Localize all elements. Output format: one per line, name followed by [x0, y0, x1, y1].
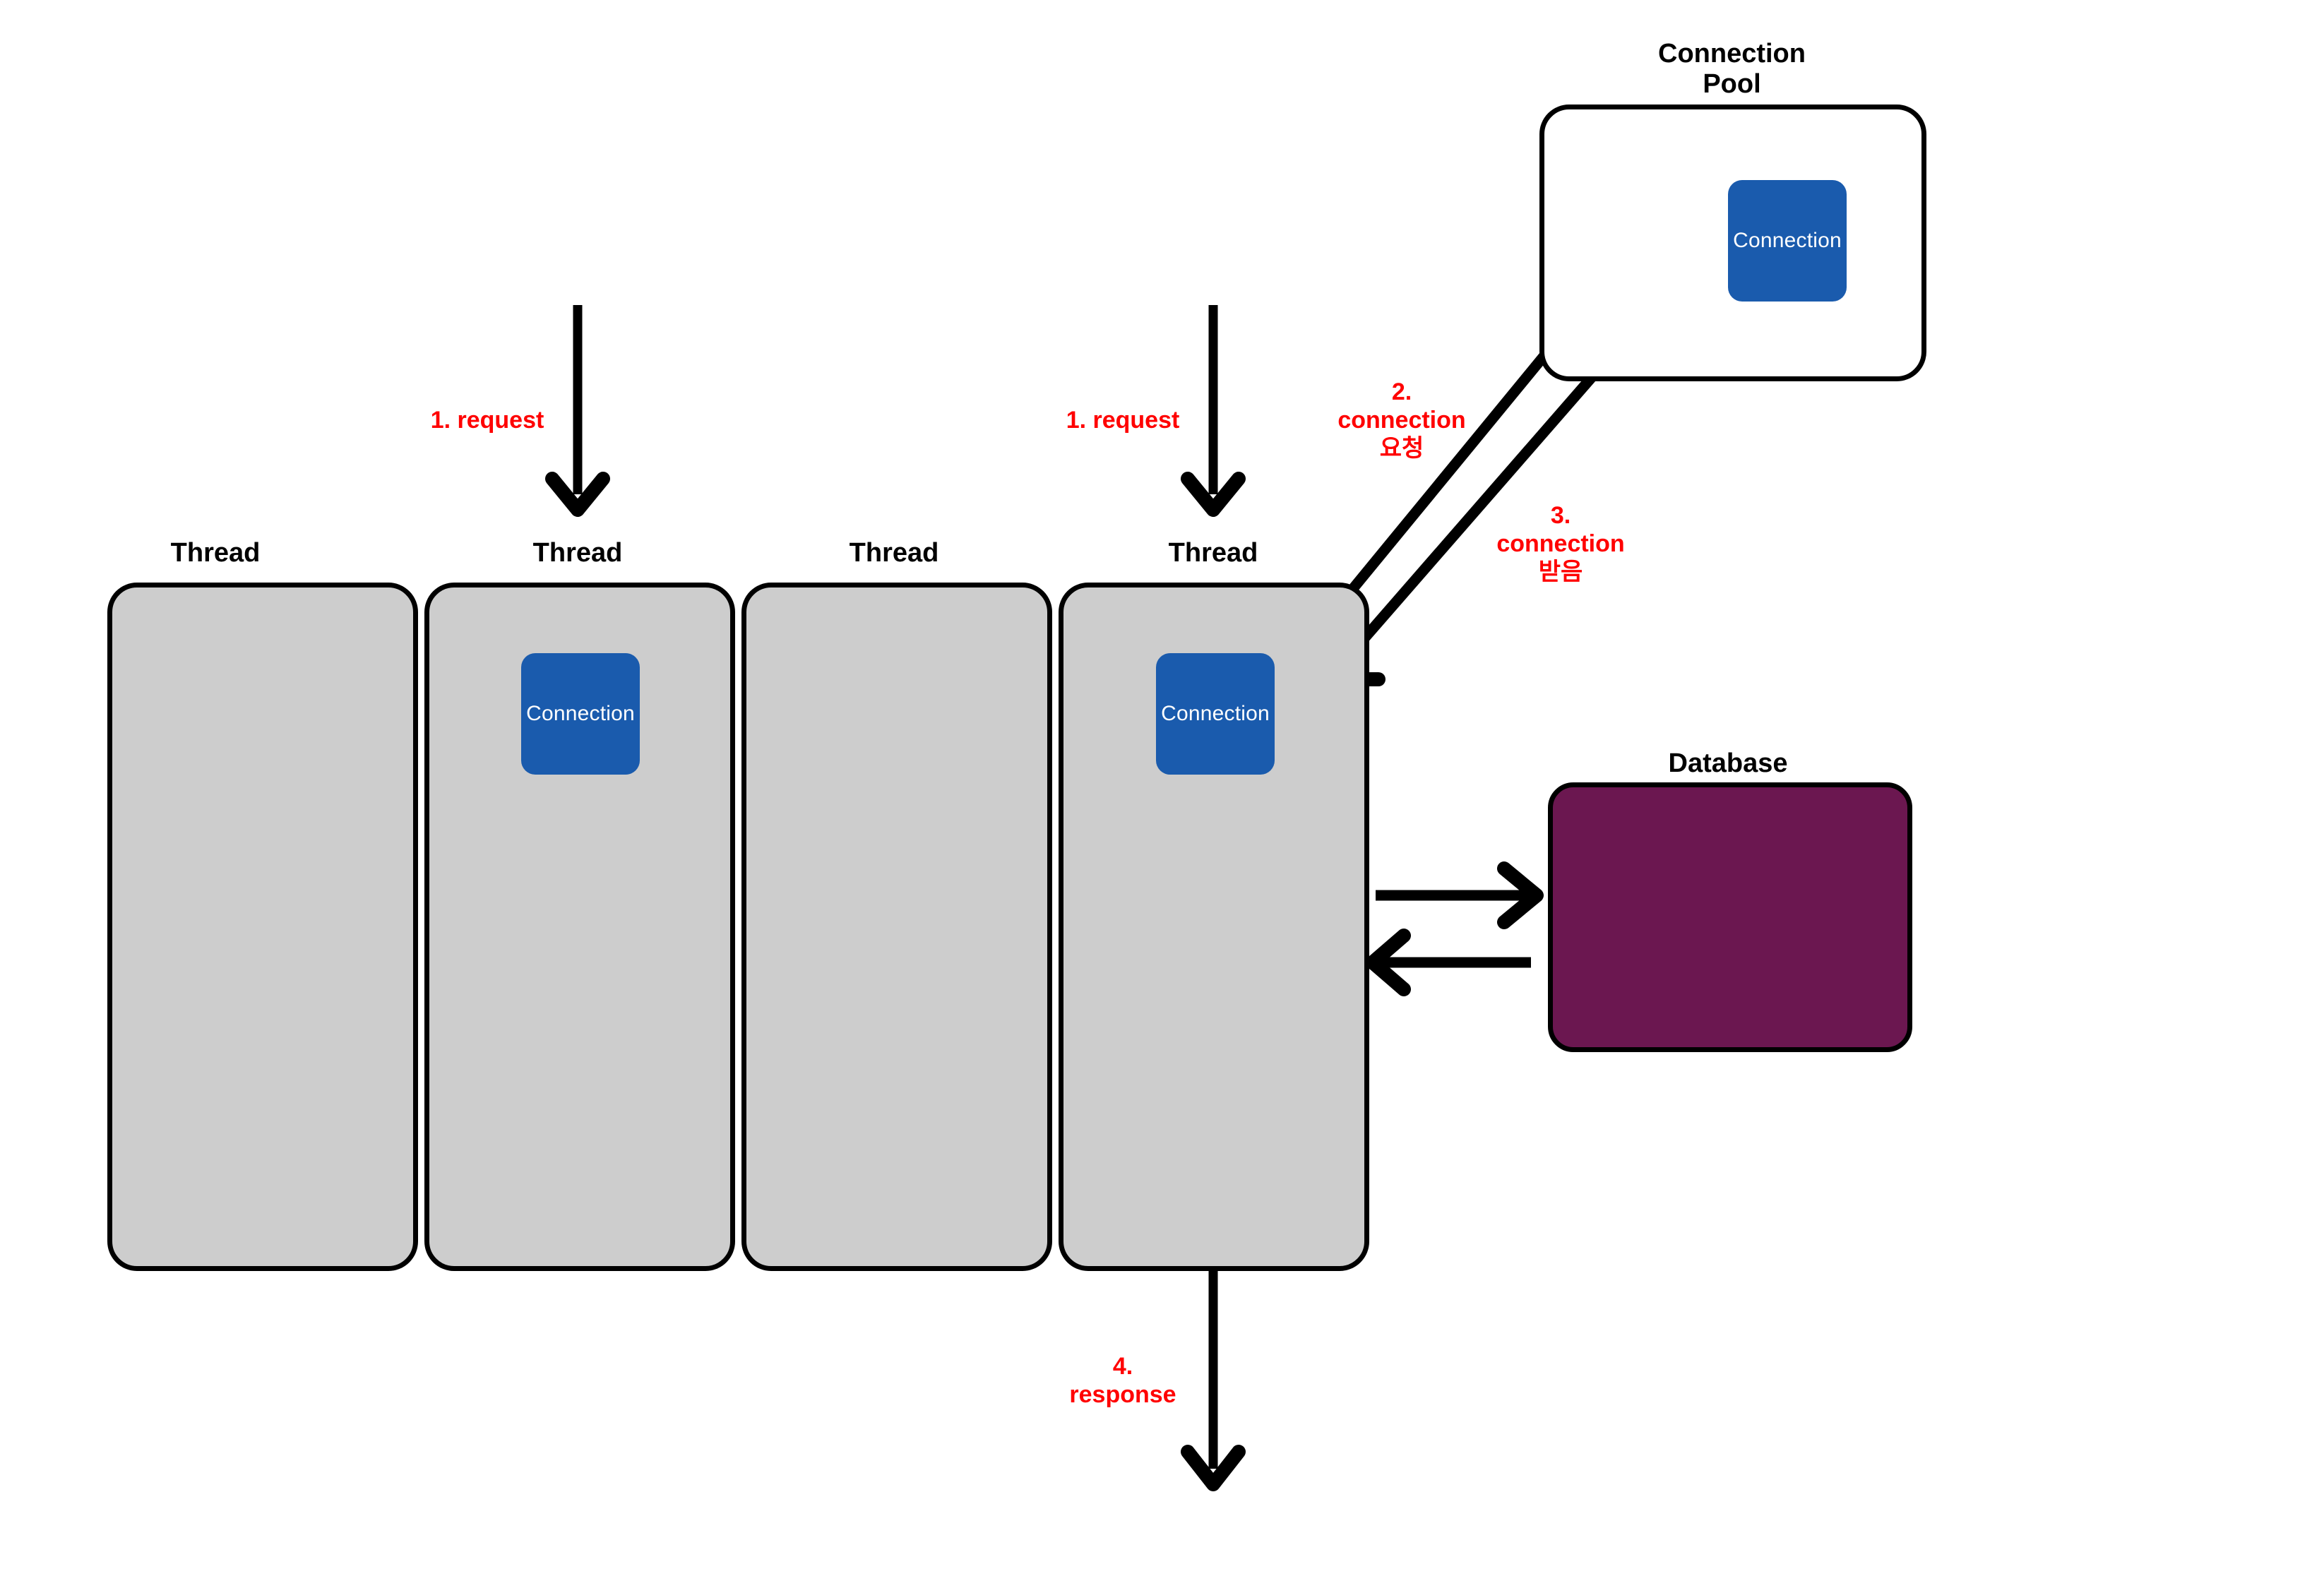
- thread-label-2: Thread: [532, 538, 623, 568]
- thread-box-3[interactable]: [741, 583, 1052, 1271]
- annotation-request-a: 1. request: [430, 407, 544, 434]
- connection-chip-pool[interactable]: Connection: [1728, 180, 1847, 302]
- thread-label-4: Thread: [1168, 538, 1258, 568]
- thread-box-1[interactable]: [107, 583, 418, 1271]
- thread-box-2[interactable]: [424, 583, 735, 1271]
- database-title: Database: [1668, 748, 1788, 778]
- connection-pool-title: Connection Pool: [1658, 39, 1806, 99]
- thread-label-3: Thread: [849, 538, 939, 568]
- result-arrow-icon: [1366, 929, 1531, 996]
- connection-chip-thread-2[interactable]: Connection: [521, 653, 640, 775]
- annotation-connection-received: 3. connection 받음: [1496, 502, 1625, 586]
- query-arrow-icon: [1376, 861, 1544, 929]
- database-box[interactable]: [1548, 782, 1912, 1052]
- connection-chip-thread-4[interactable]: Connection: [1156, 653, 1275, 775]
- annotation-request-b: 1. request: [1066, 407, 1180, 434]
- thread-label-1: Thread: [170, 538, 261, 568]
- annotation-response: 4. response: [1069, 1353, 1176, 1409]
- response-arrow-icon: [1181, 1264, 1246, 1491]
- annotation-connection-request: 2. connection 요청: [1337, 378, 1466, 463]
